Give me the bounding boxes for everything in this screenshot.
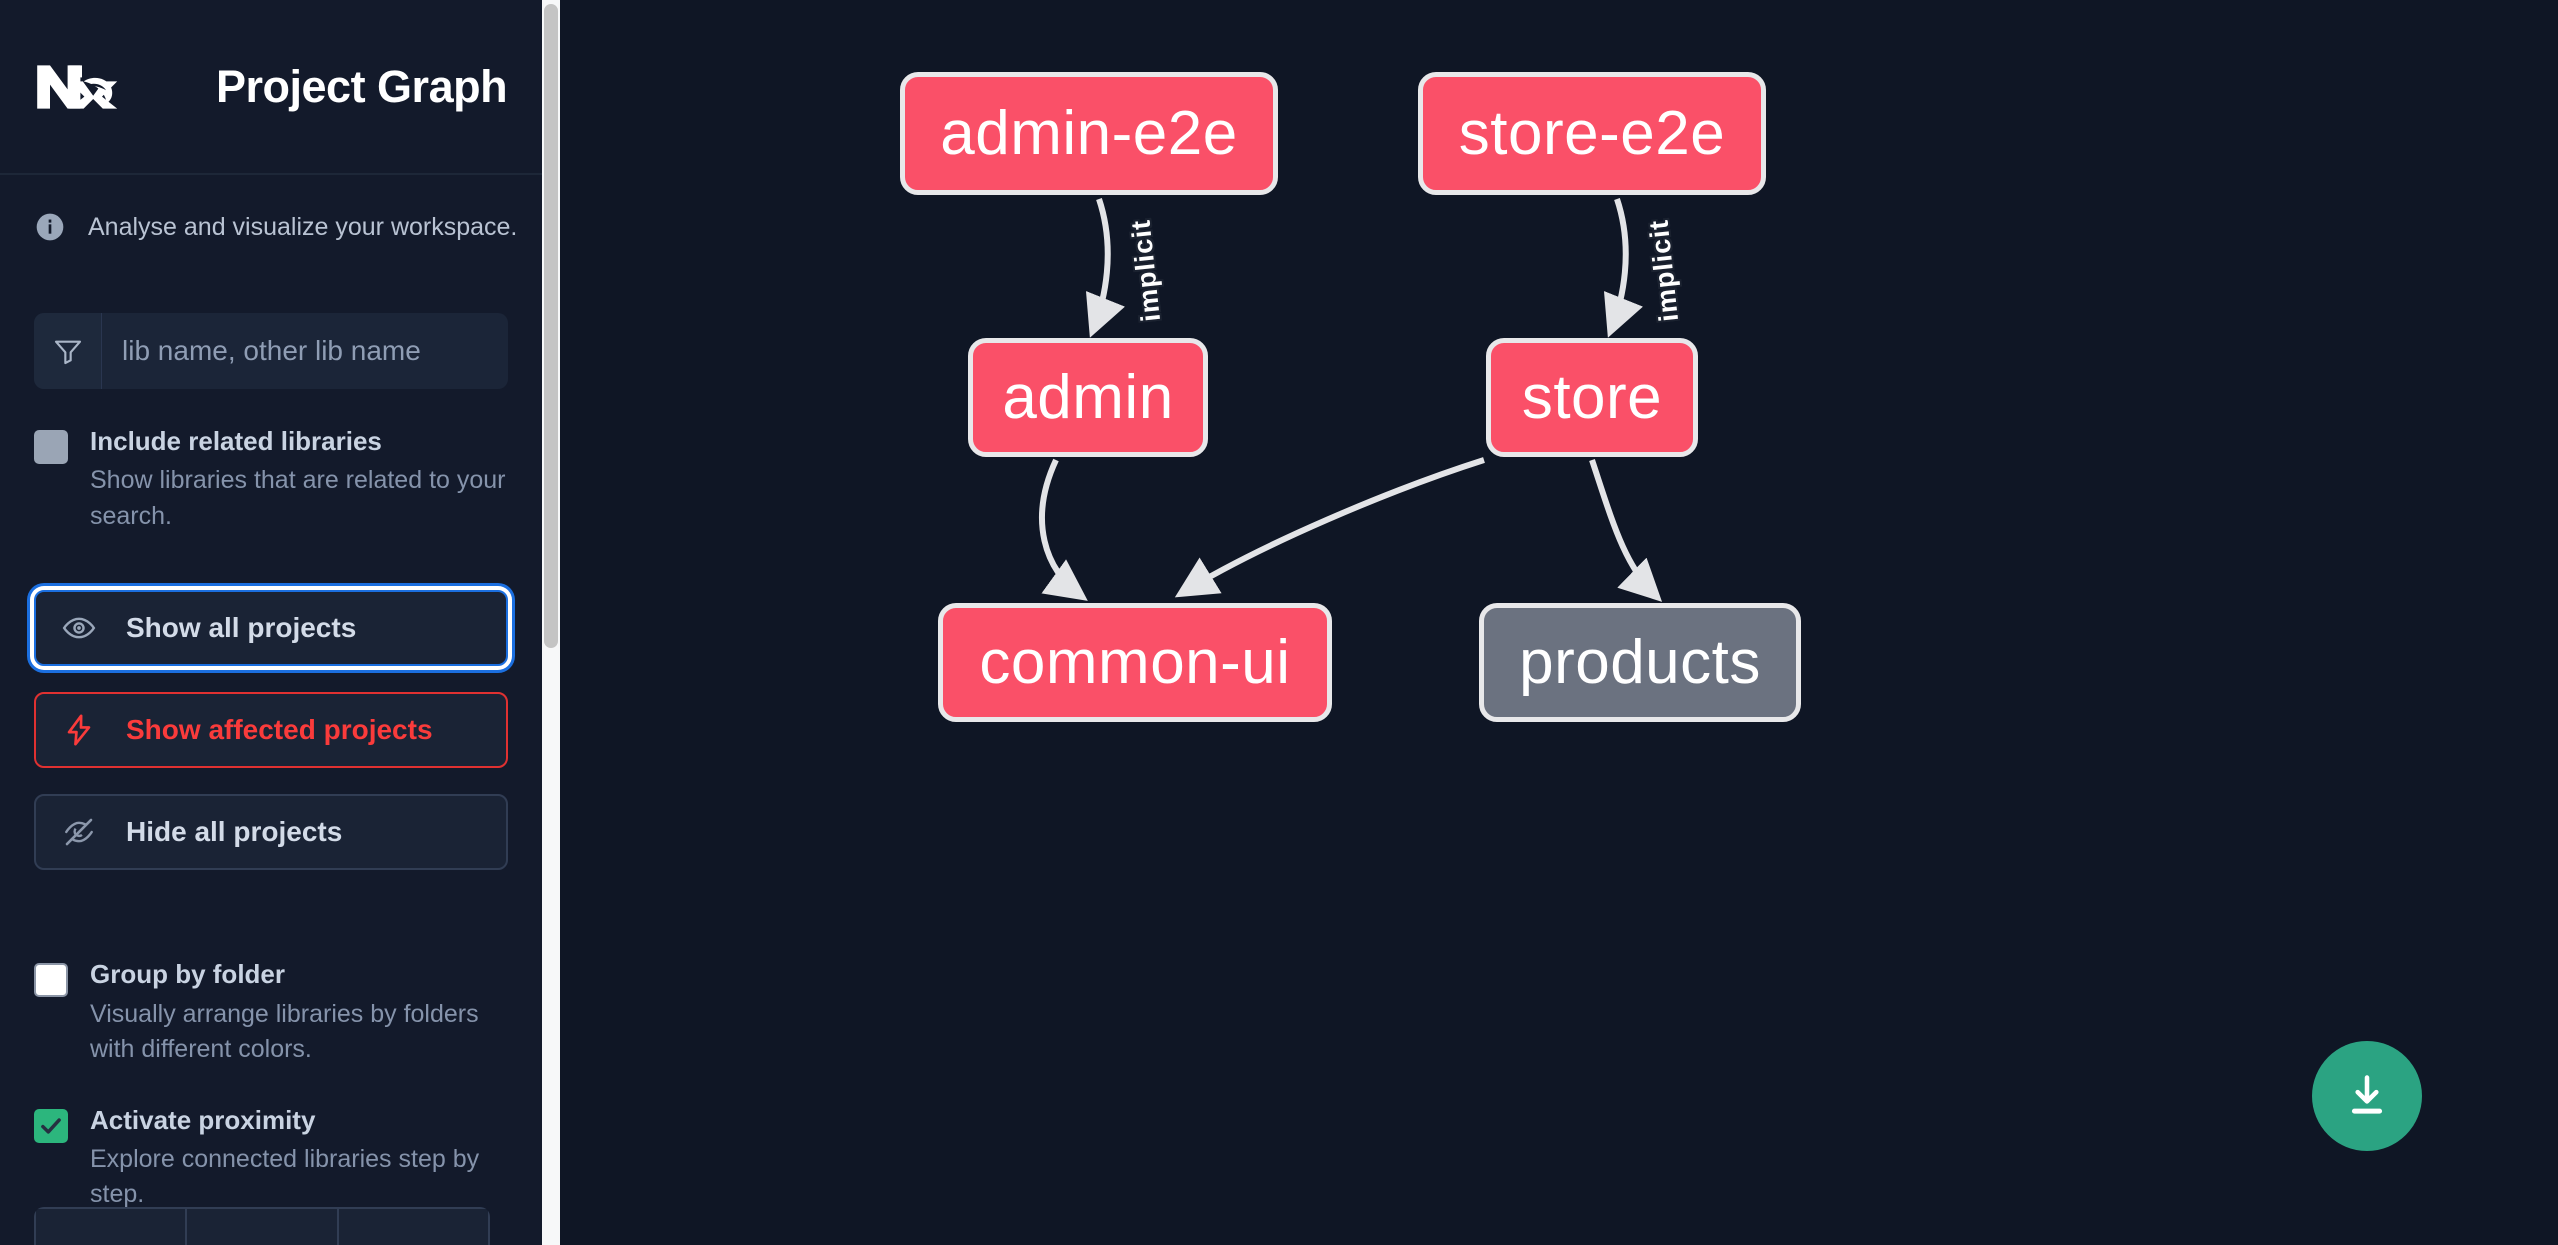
- graph-edges: [1039, 198, 1663, 602]
- checkbox-description: Explore connected libraries step by step…: [90, 1144, 480, 1209]
- graph-node-admin-e2e[interactable]: admin-e2e: [900, 72, 1278, 195]
- graph-node-admin[interactable]: admin: [968, 338, 1208, 457]
- spacer: [0, 896, 542, 922]
- graph-node-store-e2e[interactable]: store-e2e: [1418, 72, 1766, 195]
- sidebar-scroll-area: Project Graph Analyse and visualize yo: [0, 0, 542, 1245]
- checkbox-group-by-folder[interactable]: Group by folder Visually arrange librari…: [0, 958, 542, 1067]
- checkbox-box[interactable]: [34, 963, 68, 998]
- graph-node-store[interactable]: store: [1486, 338, 1698, 457]
- sidebar: Project Graph Analyse and visualize yo: [0, 0, 560, 1245]
- checkbox-activate-proximity[interactable]: Activate proximity Explore connected lib…: [0, 1104, 542, 1213]
- bottom-segmented-control[interactable]: [34, 1207, 490, 1245]
- edge-store-to-products: [1589, 459, 1663, 602]
- hide-all-projects-button[interactable]: Hide all projects: [34, 794, 508, 871]
- edge-store-to-common-ui: [1174, 457, 1485, 598]
- segment-3[interactable]: [338, 1207, 490, 1245]
- button-label: Show affected projects: [126, 714, 433, 746]
- workspace-info: Analyse and visualize your workspace.: [0, 175, 542, 243]
- checkbox-description: Visually arrange libraries by folders wi…: [90, 999, 479, 1064]
- checkbox-label: Include related libraries: [90, 426, 382, 456]
- checkbox-description: Show libraries that are related to your …: [90, 466, 506, 530]
- checkbox-box[interactable]: [34, 1108, 68, 1143]
- info-circle-icon: [34, 211, 66, 243]
- button-label: Show all projects: [126, 612, 357, 644]
- lightning-bolt-icon: [62, 713, 104, 747]
- button-label: Hide all projects: [126, 816, 343, 848]
- eye-icon: [62, 611, 104, 645]
- checkbox-label: Group by folder: [90, 959, 285, 990]
- segment-2[interactable]: [187, 1207, 339, 1245]
- filter-bar: [34, 313, 508, 389]
- search-input[interactable]: [102, 313, 508, 389]
- edge-admin-e2e-to-admin: [1085, 198, 1125, 338]
- edge-store-e2e-to-store: [1603, 198, 1643, 338]
- graph-node-common-ui[interactable]: common-ui: [938, 603, 1332, 722]
- graph-canvas[interactable]: admin-e2e store-e2e admin store common-u…: [560, 0, 2558, 1245]
- show-affected-projects-button[interactable]: Show affected projects: [34, 692, 508, 769]
- nx-logo-icon: [34, 58, 130, 116]
- download-button[interactable]: [2312, 1041, 2422, 1151]
- download-icon: [2351, 1075, 2383, 1114]
- show-all-projects-button[interactable]: Show all projects: [34, 590, 508, 667]
- funnel-icon[interactable]: [34, 313, 102, 389]
- checkbox-include-related-libraries[interactable]: Include related libraries Show libraries…: [0, 425, 542, 534]
- sidebar-scrollbar[interactable]: [542, 0, 560, 1245]
- sidebar-scrollbar-thumb[interactable]: [544, 4, 558, 648]
- project-visibility-buttons: Show all projects Show affected projects: [0, 590, 542, 871]
- sidebar-header: Project Graph: [0, 0, 542, 175]
- eye-off-icon: [62, 815, 104, 849]
- page-title: Project Graph: [216, 60, 508, 112]
- edge-admin-to-common-ui: [1039, 458, 1088, 601]
- segment-1[interactable]: [34, 1207, 188, 1245]
- workspace-info-text: Analyse and visualize your workspace.: [88, 212, 518, 241]
- checkbox-label: Activate proximity: [90, 1104, 316, 1135]
- graph-node-products[interactable]: products: [1479, 603, 1801, 722]
- checkbox-box[interactable]: [34, 430, 68, 464]
